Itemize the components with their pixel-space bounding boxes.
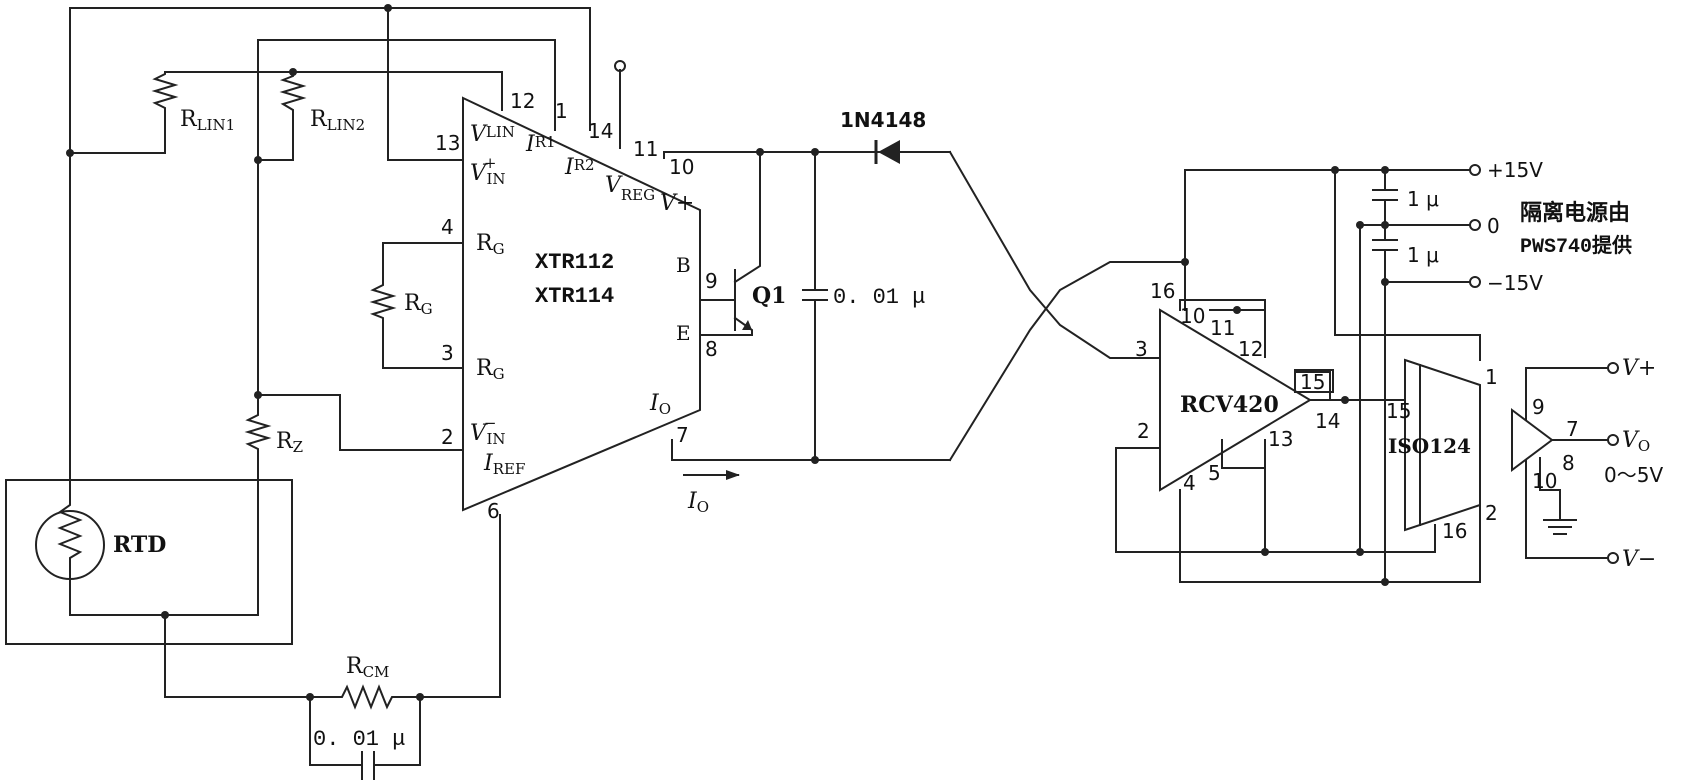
buffer-pin7: 7 <box>1566 417 1579 441</box>
interconnect <box>1115 169 1481 586</box>
xtr-pin14: 14 <box>588 119 613 143</box>
rcv-pin16: 16 <box>1150 279 1175 303</box>
rlin1-resistor: RLIN1 <box>69 71 503 154</box>
xtr-ir2: IR2 <box>564 155 595 180</box>
buffer-range: 0～5V <box>1604 463 1663 487</box>
rcv-pin5: 5 <box>1208 461 1221 485</box>
xtr-pin4: 4 <box>441 215 454 239</box>
supply-zero: 0 <box>1487 214 1500 238</box>
rcv-pin4: 4 <box>1183 471 1196 495</box>
xtr-pin1: 1 <box>555 99 568 123</box>
top-bus-wires <box>69 7 591 161</box>
supply-plus15: +15V <box>1487 158 1543 182</box>
rcv-pin10: 10 <box>1180 304 1205 328</box>
buffer-vminus: V− <box>1622 547 1656 572</box>
rg-resistor: RG <box>369 242 464 369</box>
twisted-pair <box>948 150 1189 462</box>
xtr-vin-minus: V−IN <box>470 414 506 448</box>
xtr-rg-top: RG <box>476 231 505 258</box>
rcv420-chip: RCV420 16 10 11 12 3 15 14 2 13 5 4 <box>1115 279 1340 495</box>
iso-pin16: 16 <box>1442 519 1467 543</box>
rlin2-label: RLIN2 <box>310 107 365 134</box>
xtr-vreg: VREG <box>605 173 655 204</box>
supply-rails: +15V 0 −15V 1 μ 1 μ 隔离电源由 PWS740提供 <box>1184 158 1632 583</box>
xtr-pin13: 13 <box>435 131 460 155</box>
xtr-pin8: 8 <box>705 337 718 361</box>
rz-resistor: RZ <box>244 391 464 461</box>
buffer-vo: VO <box>1622 428 1650 455</box>
diode-label: 1N4148 <box>840 108 926 132</box>
xtr-pin12: 12 <box>510 89 535 113</box>
xtr-pin2: 2 <box>441 425 454 449</box>
supply-note-line2: PWS740提供 <box>1520 233 1632 259</box>
io-wire <box>671 439 951 461</box>
xtr-pin10: 10 <box>669 155 694 179</box>
supply-minus15: −15V <box>1487 271 1543 295</box>
xtr-iref: IREF <box>483 451 525 478</box>
rg-label: RG <box>404 291 433 318</box>
xtr-vplus: V+ <box>660 191 694 216</box>
io-arrow: IO <box>683 470 740 516</box>
rlin2-resistor: RLIN2 <box>257 68 365 161</box>
iso-pin1: 1 <box>1485 365 1498 389</box>
iso-pin2: 2 <box>1485 501 1498 525</box>
xtr-pin7: 7 <box>676 423 689 447</box>
rcm-label: RCM <box>346 654 389 681</box>
xtr-pin6: 6 <box>487 499 500 523</box>
xtr-rg-bot: RG <box>476 356 505 383</box>
supply-cap2: 1 μ <box>1407 243 1439 267</box>
rcv-pin3: 3 <box>1135 337 1148 361</box>
xtr-part2: XTR114 <box>535 284 614 309</box>
xtr-b: B <box>676 253 691 277</box>
rcv-label: RCV420 <box>1180 392 1279 418</box>
rcv-pin2: 2 <box>1137 419 1150 443</box>
xtr-pin3: 3 <box>441 341 454 365</box>
buffer-pin10: 10 <box>1532 469 1557 493</box>
rcv-pin15: 15 <box>1300 370 1325 394</box>
mid-cap-label: 0. 01 μ <box>833 285 925 310</box>
q1-transistor: Q1 <box>699 151 786 336</box>
output-buffer: 9 7 10 8 V+ VO 0～5V V− <box>1511 356 1663 572</box>
supply-note-line1: 隔离电源由 <box>1520 200 1630 226</box>
xtr-pin11: 11 <box>633 137 658 161</box>
xtr-io: IO <box>649 391 671 418</box>
rcm-cap-label: 0. 01 μ <box>313 727 405 752</box>
rcm-network: RCM 0. 01 μ <box>164 514 501 780</box>
xtr-ir1: IR1 <box>525 132 556 157</box>
xtr-vlin: VLIN <box>470 122 515 147</box>
rtd-sensor: RTD <box>5 152 293 645</box>
rcv-pin13: 13 <box>1268 427 1293 451</box>
xtr-vin-plus: V+IN <box>470 154 506 188</box>
xtr-chip: XTR112 XTR114 12 1 14 11 10 13 VLIN V+IN… <box>435 60 761 523</box>
iso124-chip: ISO124 1 15 2 16 <box>1386 358 1498 553</box>
rcv-pin12: 12 <box>1238 337 1263 361</box>
mid-capacitor: 0. 01 μ <box>756 148 925 464</box>
rz-label: RZ <box>276 429 303 456</box>
iso-label: ISO124 <box>1388 434 1471 458</box>
buffer-vplus: V+ <box>1622 356 1656 381</box>
svg-text:IO: IO <box>687 489 709 516</box>
q1-label: Q1 <box>752 283 786 309</box>
buffer-pin8: 8 <box>1562 451 1575 475</box>
buffer-pin9: 9 <box>1532 395 1545 419</box>
xtr-pin9: 9 <box>705 269 718 293</box>
rlin1-label: RLIN1 <box>180 107 235 134</box>
xtr-e: E <box>676 321 691 345</box>
rcv-pin14: 14 <box>1315 409 1340 433</box>
diode-1n4148: 1N4148 <box>840 108 951 164</box>
xtr-part1: XTR112 <box>535 250 614 275</box>
rtd-label: RTD <box>113 532 166 558</box>
rcv-pin11: 11 <box>1210 316 1235 340</box>
iso-pin15: 15 <box>1386 399 1411 423</box>
supply-cap1: 1 μ <box>1407 187 1439 211</box>
